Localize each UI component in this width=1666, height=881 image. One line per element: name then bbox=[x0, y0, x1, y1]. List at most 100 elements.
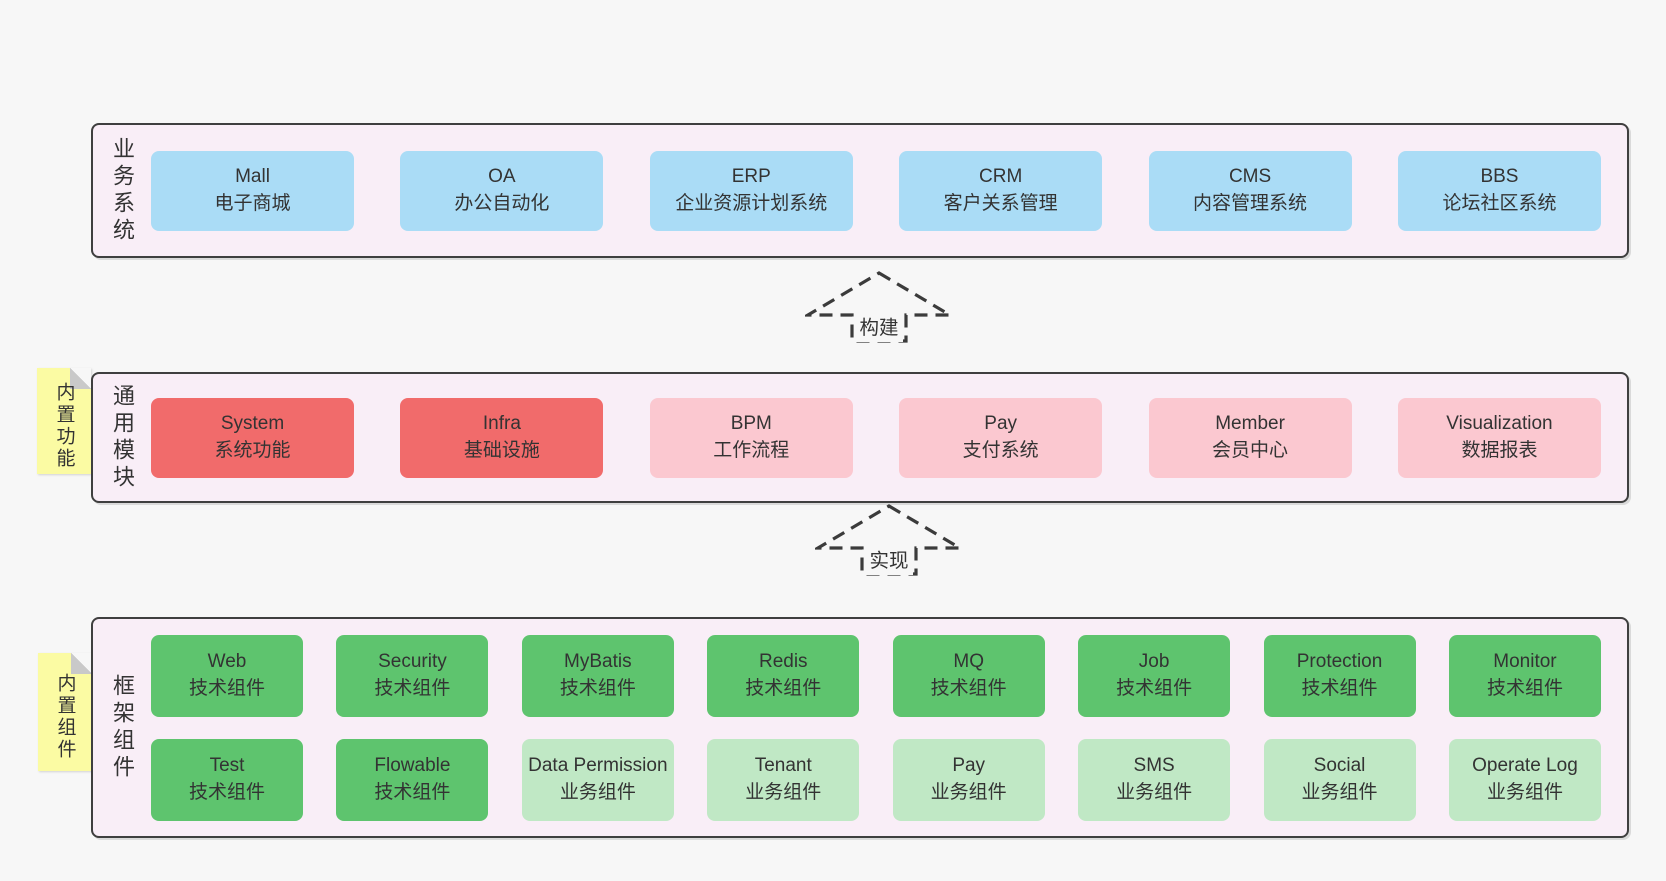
box-cms: CMS 内容管理系统 bbox=[1148, 150, 1352, 231]
build-arrow-label: 构建 bbox=[859, 317, 898, 339]
note-builtin-components-inner: 内置组件 bbox=[38, 653, 92, 771]
box-flowable: Flowable 技术组件 bbox=[336, 738, 489, 821]
box-system: System 系统功能 bbox=[151, 397, 354, 478]
module-boxes-row: System 系统功能 Infra 基础设施 BPM 工作流程 Pay 支付系统… bbox=[151, 374, 1627, 501]
box-test: Test 技术组件 bbox=[151, 738, 303, 821]
box-cms-subtitle: 内容管理系统 bbox=[1193, 192, 1308, 214]
note-builtin-components: 内置组件 bbox=[38, 653, 92, 771]
layer-framework-components: 框架组件 Web 技术组件 Security 技术组件 MyBatis 技术组件… bbox=[91, 617, 1629, 838]
build-arrow-label-bg bbox=[855, 314, 903, 342]
box-system-title: System bbox=[220, 412, 285, 434]
box-web-subtitle: 技术组件 bbox=[188, 677, 265, 699]
box-social-title: Social bbox=[1313, 754, 1366, 776]
note-builtin-features-text: 内置功能 bbox=[53, 382, 75, 470]
box-member: Member 会员中心 bbox=[1148, 397, 1352, 478]
box-flowable-title: Flowable bbox=[374, 754, 451, 776]
box-mq-subtitle: 技术组件 bbox=[930, 677, 1007, 699]
box-monitor: Monitor 技术组件 bbox=[1448, 634, 1601, 717]
box-operate-log: Operate Log 业务组件 bbox=[1448, 738, 1601, 821]
box-bbs: BBS 论坛社区系统 bbox=[1397, 150, 1601, 231]
box-pay-module-title: Pay bbox=[984, 412, 1018, 434]
box-system-subtitle: 系统功能 bbox=[214, 439, 291, 461]
box-job: Job 技术组件 bbox=[1078, 634, 1231, 717]
component-boxes-row-2: Test 技术组件 Flowable 技术组件 Data Permission … bbox=[151, 738, 1601, 821]
build-arrow: 构建 bbox=[805, 271, 953, 343]
box-pay-component-title: Pay bbox=[952, 754, 986, 776]
box-monitor-subtitle: 技术组件 bbox=[1486, 677, 1563, 699]
box-pay-module: Pay 支付系统 bbox=[899, 397, 1103, 478]
box-infra-title: Infra bbox=[482, 412, 521, 434]
box-flowable-subtitle: 技术组件 bbox=[374, 781, 451, 803]
box-bpm: BPM 工作流程 bbox=[649, 397, 853, 478]
box-member-title: Member bbox=[1215, 412, 1285, 434]
layer-components-side-label: 框架组件 bbox=[93, 619, 151, 836]
box-erp-title: ERP bbox=[731, 165, 771, 187]
box-operate-log-subtitle: 业务组件 bbox=[1486, 781, 1563, 803]
layer-modules-side-label: 通用模块 bbox=[93, 374, 151, 501]
box-protection: Protection 技术组件 bbox=[1263, 634, 1416, 717]
box-infra: Infra 基础设施 bbox=[400, 397, 604, 478]
box-monitor-title: Monitor bbox=[1493, 650, 1557, 672]
box-test-subtitle: 技术组件 bbox=[188, 781, 265, 803]
note-fold-icon bbox=[70, 368, 91, 389]
implement-arrow-label-bg bbox=[865, 547, 913, 575]
box-visualization-subtitle: 数据报表 bbox=[1461, 439, 1538, 461]
box-mybatis-title: MyBatis bbox=[564, 650, 632, 672]
box-sms-title: SMS bbox=[1133, 754, 1175, 776]
box-tenant-subtitle: 业务组件 bbox=[745, 781, 822, 803]
implement-arrow-label: 实现 bbox=[869, 550, 908, 572]
box-security: Security 技术组件 bbox=[336, 634, 489, 717]
box-mybatis: MyBatis 技术组件 bbox=[521, 634, 674, 717]
box-web-title: Web bbox=[207, 650, 247, 672]
box-redis-title: Redis bbox=[758, 650, 808, 672]
box-oa-title: OA bbox=[488, 165, 516, 187]
box-web: Web 技术组件 bbox=[151, 634, 303, 717]
box-job-subtitle: 技术组件 bbox=[1116, 677, 1193, 699]
component-boxes-row-1: Web 技术组件 Security 技术组件 MyBatis 技术组件 Redi… bbox=[151, 634, 1601, 717]
box-mall: Mall 电子商城 bbox=[151, 150, 354, 231]
box-redis-subtitle: 技术组件 bbox=[745, 677, 822, 699]
box-protection-subtitle: 技术组件 bbox=[1301, 677, 1378, 699]
box-data-permission-title: Data Permission bbox=[528, 754, 668, 776]
note-fold-icon bbox=[71, 653, 92, 674]
box-tenant-title: Tenant bbox=[754, 754, 812, 776]
box-bpm-title: BPM bbox=[730, 412, 772, 434]
box-bbs-subtitle: 论坛社区系统 bbox=[1442, 192, 1557, 214]
note-builtin-components-text: 内置组件 bbox=[54, 673, 76, 761]
box-protection-title: Protection bbox=[1296, 650, 1383, 672]
layer-modules-side-label-text: 通用模块 bbox=[110, 383, 135, 492]
box-data-permission-subtitle: 业务组件 bbox=[559, 781, 636, 803]
box-pay-component-subtitle: 业务组件 bbox=[930, 781, 1007, 803]
box-crm-title: CRM bbox=[979, 165, 1023, 187]
box-cms-title: CMS bbox=[1228, 165, 1272, 187]
box-mq-title: MQ bbox=[953, 650, 984, 672]
box-mybatis-subtitle: 技术组件 bbox=[559, 677, 636, 699]
layer-business-side-label-text: 业务系统 bbox=[110, 136, 135, 245]
box-pay-module-subtitle: 支付系统 bbox=[962, 439, 1039, 461]
box-visualization-title: Visualization bbox=[1446, 412, 1553, 434]
layer-business-systems: 业务系统 Mall 电子商城 OA 办公自动化 ERP 企业资源计划系统 CRM… bbox=[91, 123, 1629, 258]
box-oa-subtitle: 办公自动化 bbox=[454, 192, 550, 214]
box-bpm-subtitle: 工作流程 bbox=[713, 439, 790, 461]
business-boxes-row: Mall 电子商城 OA 办公自动化 ERP 企业资源计划系统 CRM 客户关系… bbox=[151, 125, 1627, 256]
box-mall-title: Mall bbox=[235, 165, 270, 187]
note-builtin-features-inner: 内置功能 bbox=[37, 368, 91, 474]
box-security-title: Security bbox=[378, 650, 447, 672]
box-tenant: Tenant 业务组件 bbox=[707, 738, 860, 821]
box-infra-subtitle: 基础设施 bbox=[463, 439, 540, 461]
box-mall-subtitle: 电子商城 bbox=[214, 192, 291, 214]
box-crm-subtitle: 客户关系管理 bbox=[943, 192, 1058, 214]
box-operate-log-title: Operate Log bbox=[1472, 754, 1578, 776]
box-member-subtitle: 会员中心 bbox=[1212, 439, 1289, 461]
layer-business-side-label: 业务系统 bbox=[93, 125, 151, 256]
box-bbs-title: BBS bbox=[1480, 165, 1519, 187]
box-erp: ERP 企业资源计划系统 bbox=[649, 150, 853, 231]
box-social-subtitle: 业务组件 bbox=[1301, 781, 1378, 803]
box-social: Social 业务组件 bbox=[1263, 738, 1416, 821]
layer-components-side-label-text: 框架组件 bbox=[110, 673, 135, 782]
box-visualization: Visualization 数据报表 bbox=[1397, 397, 1601, 478]
box-sms: SMS 业务组件 bbox=[1078, 738, 1231, 821]
box-test-title: Test bbox=[209, 754, 245, 776]
box-mq: MQ 技术组件 bbox=[892, 634, 1045, 717]
